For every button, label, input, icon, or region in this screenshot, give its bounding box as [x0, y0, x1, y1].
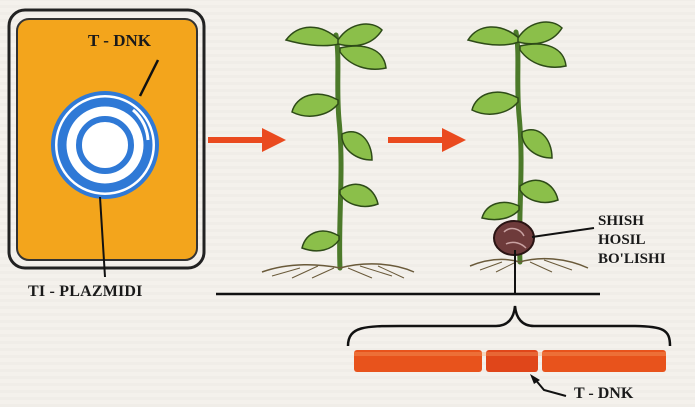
arrow-2 [388, 128, 466, 152]
gall-tumor [494, 221, 534, 255]
plant-healthy [262, 24, 414, 278]
curly-brace [348, 306, 670, 346]
dna-strand-bar [354, 350, 666, 372]
plant-with-gall [468, 22, 594, 272]
arrow-1 [208, 128, 286, 152]
plasmid-ring [53, 93, 157, 197]
t-dnk-label-top: T - DNK [88, 32, 151, 49]
ti-plazmidi-label: TI - PLAZMIDI [28, 284, 143, 300]
shish-hosil-bolishi-label: SHISH HOSIL BO'LISHI [598, 212, 666, 269]
t-dnk-label-bottom: T - DNK [574, 386, 633, 402]
